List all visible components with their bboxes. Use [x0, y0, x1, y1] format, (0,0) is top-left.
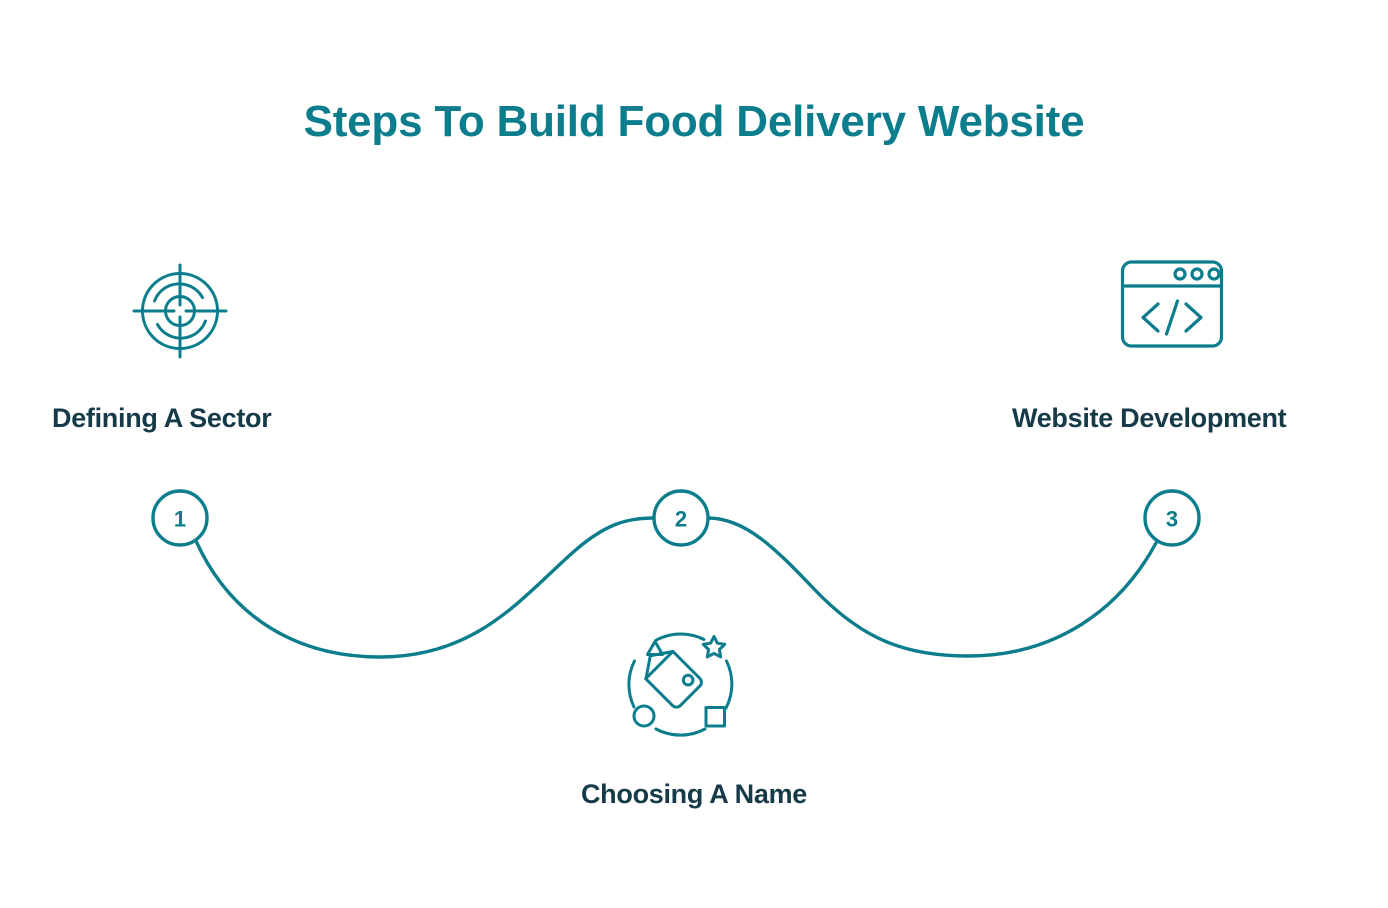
browser-code-icon — [1118, 257, 1226, 351]
step-label-website-development: Website Development — [1012, 403, 1287, 433]
step-node-2: 2 — [652, 489, 710, 547]
step-node-2-number: 2 — [675, 507, 687, 532]
target-icon — [132, 263, 228, 359]
price-tag-icon — [622, 628, 738, 740]
step-node-3: 3 — [1143, 489, 1201, 547]
page-title: Steps To Build Food Delivery Website — [303, 97, 1085, 146]
wave-segment-2 — [706, 516, 1158, 658]
step-label-choosing-a-name: Choosing A Name — [580, 779, 807, 809]
step-label-defining-a-sector: Defining A Sector — [52, 403, 272, 433]
wave-segment-1 — [194, 516, 656, 659]
step-node-1-number: 1 — [174, 507, 186, 532]
step-node-1: 1 — [151, 489, 209, 547]
step-node-3-number: 3 — [1166, 507, 1178, 532]
